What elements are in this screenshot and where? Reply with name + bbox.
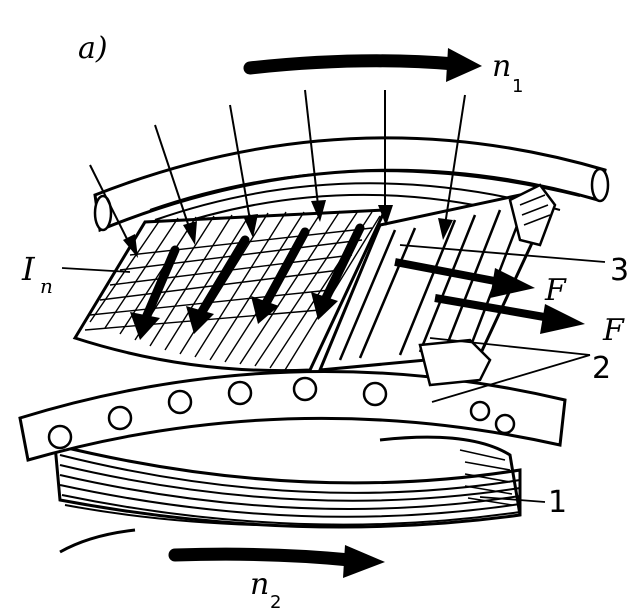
rotor-lamination-stack [53, 435, 522, 529]
part2-leader-line-a [429, 337, 591, 356]
In-leader-line [61, 267, 131, 273]
In-label: I [21, 250, 36, 288]
force-label-upper: F [544, 273, 567, 308]
part2-leader-line-b [431, 354, 591, 403]
current-arrows [130, 223, 365, 340]
part3-leader-line [399, 244, 606, 263]
upper-pole-bar [93, 136, 610, 233]
lower-pole-bar [18, 370, 567, 462]
panel-label: a) [78, 31, 108, 66]
part3-label: 3 [610, 253, 629, 288]
n2-subscript: 2 [270, 592, 281, 613]
stator-teeth [317, 183, 557, 387]
part1-label: 1 [548, 485, 567, 520]
part2-label: 2 [592, 351, 611, 386]
n2-label: n [250, 567, 269, 602]
rotation-arrow-n1 [243, 48, 482, 82]
force-arrow-lower [434, 294, 585, 334]
part1-leader-line [479, 496, 546, 503]
field-arrows [89, 89, 466, 258]
rotation-arrow-n2 [59, 528, 385, 578]
n1-label: n [492, 49, 511, 84]
force-arrow-upper [394, 258, 535, 298]
n1-subscript: 1 [512, 76, 523, 97]
force-label-lower: F [602, 313, 625, 348]
In-subscript: n [40, 274, 53, 298]
